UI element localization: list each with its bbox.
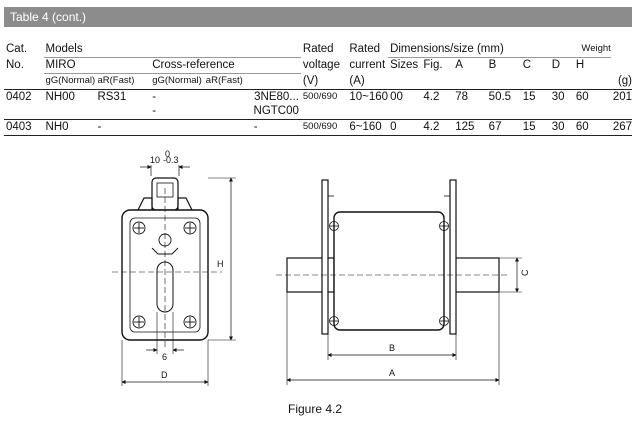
header-cat: Cat. <box>6 43 28 55</box>
header-h: H <box>573 57 611 74</box>
cell-cat: 0402 <box>6 91 32 103</box>
cell-miro-ar: - <box>95 119 151 136</box>
cell-b: 50.5 <box>488 91 512 103</box>
dim-c-label: C <box>520 269 530 276</box>
header-voltage-unit: (V) <box>300 73 348 90</box>
dim-6-label: 6 <box>162 352 167 362</box>
dim-b-label: B <box>389 343 395 353</box>
cell-current: 10~160 <box>349 91 389 103</box>
cell-miro-ar: RS31 <box>97 91 127 103</box>
dim-d-label: D <box>161 370 168 380</box>
cell-cross-ar: 3NE80... NGTC00 <box>253 91 299 117</box>
header-current-unit: (A) <box>347 73 389 90</box>
header-weight-unit: (g) <box>610 73 632 90</box>
cell-h: 60 <box>573 119 611 136</box>
header-voltage: voltage <box>302 58 340 71</box>
header-row-1: Cat. Models Rated Rated Dimensions/size … <box>4 42 632 58</box>
dim-10-tol-upper: 0 <box>165 149 170 159</box>
table-title: Table 4 (cont.) <box>10 10 87 24</box>
cell-miro-gg: NH00 <box>45 91 75 103</box>
header-cross-gg: gG(Normal) <box>150 73 204 90</box>
cell-b: 67 <box>486 119 521 136</box>
header-fig: Fig. <box>421 57 454 74</box>
header-cross-ref: Cross-reference <box>150 57 301 74</box>
cell-c: 15 <box>520 119 550 136</box>
header-row-2: No. MIRO Cross-reference voltage current… <box>4 57 632 74</box>
dim-h-label: H <box>217 259 224 269</box>
cell-h: 60 <box>575 91 589 103</box>
cell-d: 30 <box>551 91 565 103</box>
front-view <box>112 164 236 386</box>
cell-cat: 0403 <box>4 119 44 136</box>
cell-weight: 201 <box>612 91 632 103</box>
header-rated-current: Rated <box>349 43 381 55</box>
cell-voltage: 500/690 <box>300 119 348 136</box>
cell-fig: 4.2 <box>423 91 440 103</box>
dim-10-tol-lower: -0.3 <box>163 155 179 165</box>
header-weight: Weight <box>581 43 611 54</box>
header-current: current <box>349 58 386 71</box>
header-d: D <box>549 57 574 74</box>
header-row-3: gG(Normal) aR(Fast) gG(Normal) aR(Fast) … <box>4 73 632 90</box>
table-row-0403: 0403 NH0 - - 500/690 6~160 0 4.2 125 67 … <box>4 119 632 136</box>
cell-cross-gg: - - <box>152 91 157 117</box>
header-miro-ar: aR(Fast) <box>95 73 151 90</box>
cell-c: 15 <box>522 91 536 103</box>
cell-voltage: 500/690 <box>302 91 338 102</box>
header-dimensions: Dimensions/size (mm) <box>390 43 504 55</box>
table-title-banner: Table 4 (cont.) <box>4 7 632 27</box>
dim-10-label: 10 <box>150 155 160 165</box>
header-no: No. <box>6 58 24 71</box>
header-c: C <box>520 57 550 74</box>
header-b: B <box>486 57 521 74</box>
cell-cross-ar: - <box>203 119 301 136</box>
cell-size: 00 <box>390 91 403 103</box>
header-sizes: Sizes <box>388 57 422 74</box>
spec-table: Cat. Models Rated Rated Dimensions/size … <box>4 42 632 136</box>
header-cross-ar: aR(Fast) <box>203 73 301 90</box>
side-view <box>276 179 522 385</box>
header-a: A <box>453 57 487 74</box>
cell-cross-gg <box>150 119 204 136</box>
header-miro-gg: gG(Normal) <box>43 73 96 90</box>
cell-current: 6~160 <box>347 119 389 136</box>
header-rated-voltage: Rated <box>302 43 334 55</box>
cell-fig: 4.2 <box>421 119 454 136</box>
cell-a: 125 <box>453 119 487 136</box>
figure-caption: Figure 4.2 <box>288 402 343 416</box>
cell-a: 78 <box>455 91 468 103</box>
cell-weight: 267 <box>610 119 632 136</box>
cell-size: 0 <box>388 119 422 136</box>
header-models: Models <box>45 43 83 55</box>
cell-d: 30 <box>549 119 574 136</box>
table-row-0402: 0402 NH00 RS31 - - 3NE80... NGTC00 500/6… <box>4 90 632 120</box>
dim-a-label: A <box>389 368 395 378</box>
header-miro: MIRO <box>43 57 151 74</box>
cell-miro-gg: NH0 <box>43 119 96 136</box>
